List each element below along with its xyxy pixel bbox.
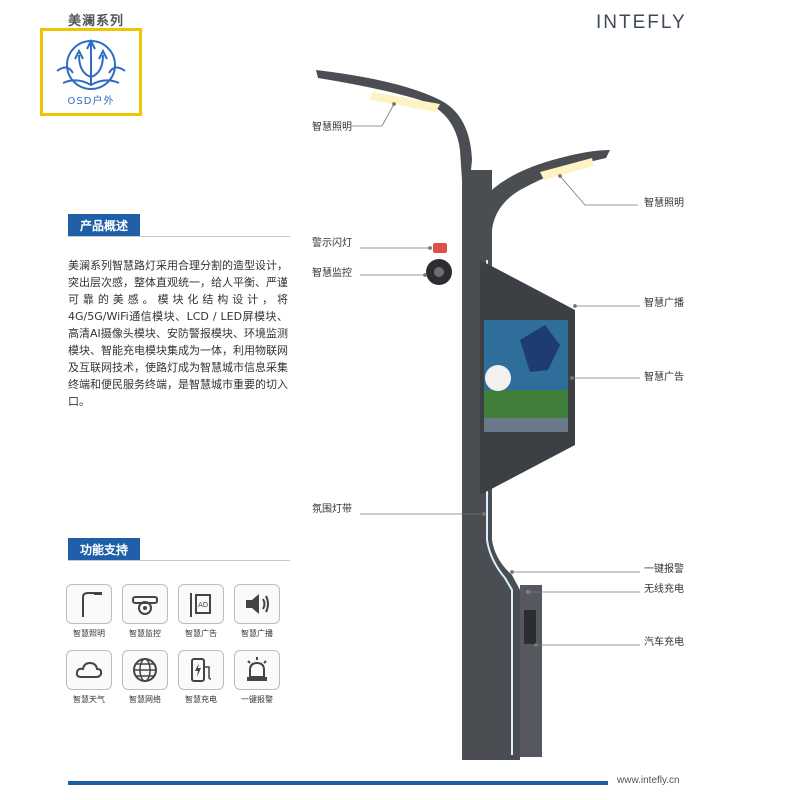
callout-sos: 一键报警 bbox=[644, 564, 684, 575]
globe-icon bbox=[133, 658, 157, 682]
callout-wireless-charge: 无线充电 bbox=[644, 584, 684, 595]
callout-monitoring: 智慧监控 bbox=[312, 268, 352, 279]
callout-warning-light: 警示闪灯 bbox=[312, 238, 352, 249]
features-section-header: 功能支持 bbox=[68, 538, 140, 561]
feature-label: 智慧监控 bbox=[129, 629, 161, 638]
overview-description: 美澜系列智慧路灯采用合理分割的造型设计，突出层次感，整体直观统一，给人平衡、严谨… bbox=[68, 259, 288, 408]
trident-logo-icon bbox=[56, 38, 126, 90]
right-lamp-head bbox=[540, 158, 594, 180]
callout-advertising: 智慧广告 bbox=[644, 372, 684, 383]
left-lamp-head bbox=[370, 92, 440, 112]
footer-bar bbox=[68, 781, 608, 785]
speaker-icon bbox=[246, 594, 269, 614]
feature-label: 智慧广播 bbox=[241, 629, 273, 638]
feature-smart-broadcast: 智慧广播 bbox=[234, 584, 280, 639]
feature-label: 智慧天气 bbox=[73, 695, 105, 704]
feature-smart-advertising: AD 智慧广告 bbox=[178, 584, 224, 639]
features-divider bbox=[68, 560, 290, 561]
feature-label: 智慧网络 bbox=[129, 695, 161, 704]
feature-smart-charging: 智慧充电 bbox=[178, 650, 224, 705]
footer-url: www.intefly.cn bbox=[617, 775, 680, 786]
alarm-icon bbox=[247, 657, 267, 681]
logo: OSD户外 bbox=[40, 28, 142, 116]
feature-label: 智慧广告 bbox=[185, 629, 217, 638]
street-light-icon bbox=[82, 592, 102, 617]
logo-text: OSD户外 bbox=[67, 96, 115, 107]
feature-smart-lighting: 智慧照明 bbox=[66, 584, 112, 639]
left-lamp-arm bbox=[316, 70, 472, 180]
callout-car-charge: 汽车充电 bbox=[644, 637, 684, 648]
feature-label: 智慧照明 bbox=[73, 629, 105, 638]
features-heading: 功能支持 bbox=[68, 538, 140, 561]
callout-lighting-right: 智慧照明 bbox=[644, 198, 684, 209]
feature-label: 智慧充电 bbox=[185, 695, 217, 704]
soccer-ball-image bbox=[485, 365, 511, 391]
feature-one-key-alarm: 一键报警 bbox=[234, 650, 280, 705]
camera-icon bbox=[132, 596, 158, 615]
warning-light bbox=[433, 243, 447, 253]
right-lamp-arm bbox=[482, 150, 610, 230]
overview-section-header: 产品概述 bbox=[68, 214, 140, 237]
ambient-light-strip bbox=[486, 260, 513, 755]
feature-smart-weather: 智慧天气 bbox=[66, 650, 112, 705]
charging-icon bbox=[191, 658, 212, 682]
callout-broadcast: 智慧广播 bbox=[644, 298, 684, 309]
weather-icon bbox=[75, 661, 103, 678]
callout-lighting-left: 智慧照明 bbox=[312, 122, 352, 133]
feature-smart-monitoring: 智慧监控 bbox=[122, 584, 168, 639]
feature-smart-network: 智慧网络 bbox=[122, 650, 168, 705]
ad-screen-icon: AD bbox=[190, 593, 211, 617]
svg-text:AD: AD bbox=[198, 601, 208, 609]
brand-name: INTEFLY bbox=[596, 12, 687, 33]
overview-heading: 产品概述 bbox=[68, 214, 140, 237]
callout-ambient-strip: 氛围灯带 bbox=[312, 504, 352, 515]
charging-port bbox=[524, 610, 536, 644]
feature-label: 一键报警 bbox=[241, 695, 273, 704]
series-title: 美澜系列 bbox=[68, 14, 125, 29]
overview-divider bbox=[68, 236, 290, 237]
